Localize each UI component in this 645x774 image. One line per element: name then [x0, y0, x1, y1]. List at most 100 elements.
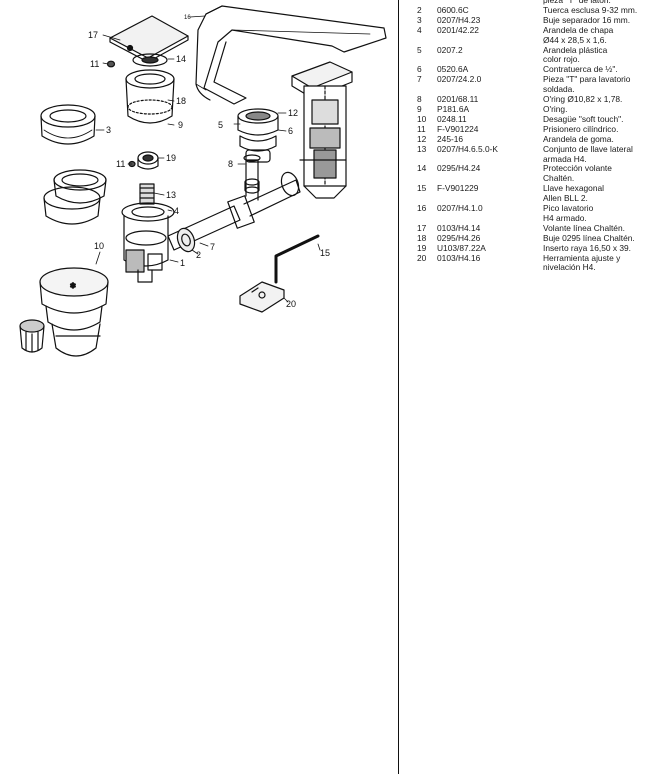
callout-3: 3 [106, 125, 111, 135]
parts-list-row: 18 0295/H4.26 Buje 0295 línea Chaltén. [417, 232, 645, 244]
callout-11-lower: 11 [116, 159, 125, 169]
callout-18: 18 [176, 96, 186, 106]
parts-list-row: 20 0103/H4.16 Herramienta ajuste y nivelac… [417, 252, 645, 274]
part-num: 17 [417, 222, 427, 233]
parts-list-row: 3 0207/H4.23 Buje separador 16 mm. [417, 14, 645, 26]
callout-4: 4 [174, 206, 179, 216]
part-desc: Arandela de goma. [543, 133, 614, 144]
part-num: 11 [417, 123, 426, 134]
parts-list-row: 10 0248.11 Desagüe "soft touch". [417, 113, 645, 125]
part-desc: Arandela de chapa Ø44 x 28,5 x 1,6. [543, 24, 614, 45]
part-desc: Arandela plástica color rojo. [543, 44, 608, 65]
valve-body-12 [291, 61, 353, 199]
part-num: 20 [417, 252, 427, 263]
callout-1: 1 [180, 258, 185, 268]
part-num: 13 [417, 143, 427, 154]
callout-7: 7 [210, 242, 215, 252]
part-code: 0207/H4.6.5.0-K [437, 143, 498, 154]
callout-15: 15 [320, 248, 330, 258]
part-desc: Conjunto de llave lateral armada H4. [543, 143, 633, 164]
parts-list-row: 16 0207/H4.1.0 Pico lavatorio H4 armado. [417, 203, 645, 224]
parts-list-row: 4 0201/42.22 Arandela de chapa Ø44 x 28,5 … [417, 24, 645, 46]
set-screw-11-top [106, 60, 116, 68]
part-code: 0207/H4.23 [437, 14, 481, 25]
callout-11-top: 11 [90, 59, 99, 69]
part-num: 14 [417, 163, 427, 174]
spout-base-5-6 [237, 108, 279, 163]
parts-list-row: 7 0207/24.2.0 Pieza "T" para lavatorio sol… [417, 74, 645, 95]
part-code: F-V901229 [437, 183, 479, 194]
part-desc: Buje 0295 línea Chaltén. [543, 232, 635, 243]
part-desc: Prisionero cilíndrico. [543, 123, 619, 134]
part-desc: Volante línea Chaltén. [543, 222, 625, 233]
callout-8: 8 [228, 159, 233, 169]
side-valve-body [123, 215, 169, 283]
parts-list-row: 8 0201/68.11 O'ring Ø10,82 x 1,78. [417, 94, 645, 105]
part-code: 0201/68.11 [437, 94, 479, 105]
part-desc: Buje separador 16 mm. [543, 14, 631, 25]
insert-19 [137, 151, 159, 170]
exploded-view-diagram: ✱ [19, 5, 387, 357]
part-desc: Pico lavatorio H4 armado. [543, 203, 594, 223]
bushing-18 [125, 69, 175, 124]
part-num: 4 [417, 24, 422, 35]
parts-list-row: 12 245-16 Arandela de goma. [417, 133, 645, 145]
callout-19: 19 [166, 153, 176, 163]
handle-protection-14 [132, 53, 168, 67]
part-code: F-V901224 [437, 123, 479, 134]
part-code: 0295/H4.26 [437, 232, 481, 243]
part-code: 245-16 [437, 133, 464, 144]
part-num: 6 [417, 64, 422, 75]
part-desc: Llave hexagonal Allen BLL 2. [543, 183, 605, 204]
part-code: U103/87.22A [437, 242, 486, 253]
hex-key-15 [274, 234, 320, 284]
part-code: P181.6A [437, 103, 470, 114]
part-code: 0207/24.2.0 [437, 74, 482, 85]
spacer-rings-stack [43, 169, 107, 225]
callout-2: 2 [196, 250, 201, 260]
spacer-ring-3 [40, 104, 96, 145]
part-num: 2 [417, 4, 422, 15]
part-num: 3 [417, 14, 422, 25]
callout-13: 13 [166, 190, 176, 200]
part-code: 0248.11 [437, 113, 467, 124]
callout-9: 9 [178, 120, 183, 130]
part-num: 19 [417, 242, 427, 253]
callout-17: 17 [88, 30, 98, 40]
part-desc: O'ring Ø10,82 x 1,78. [543, 94, 623, 105]
part-num: 12 [417, 133, 427, 144]
callout-12: 12 [288, 108, 298, 118]
part-num: 10 [417, 113, 427, 124]
parts-list-row: 9 P181.6A O'ring. [417, 103, 645, 115]
part-code: 0600.6C [437, 4, 469, 15]
part-num: 7 [417, 74, 422, 85]
callout-6: 6 [288, 126, 293, 136]
callout-5: 5 [218, 120, 223, 130]
part-desc: Contratuerca de ½". [543, 64, 618, 75]
part-code: 0103/H4.16 [437, 252, 481, 263]
part-num: 18 [417, 232, 427, 243]
part-code: 0207.2 [437, 44, 463, 55]
callout-16: 16 [184, 15, 191, 21]
part-desc: O'ring. [543, 103, 568, 114]
part-num: 15 [417, 183, 427, 194]
part-code: 0207/H4.1.0 [437, 203, 483, 214]
callout-14: 14 [176, 54, 186, 64]
part-num: 8 [417, 94, 422, 105]
part-desc: Desagüe "soft touch". [543, 113, 624, 124]
part-desc: Tuerca esclusa 9-32 mm. [543, 4, 638, 15]
part-desc: Herramienta ajuste y nivelación H4. [543, 252, 621, 273]
part-desc: Pieza "T" para lavatorio soldada. [543, 74, 631, 95]
part-num: 9 [417, 103, 422, 114]
svg-text:✱: ✱ [70, 282, 76, 290]
callout-10: 10 [94, 241, 104, 251]
adjust-tool-20 [239, 281, 285, 313]
part-code: 0295/H4.24 [437, 163, 481, 174]
part-num: 16 [417, 203, 427, 214]
drain-10: ✱ [39, 267, 109, 357]
part-code: 0201/42.22 [437, 24, 479, 35]
